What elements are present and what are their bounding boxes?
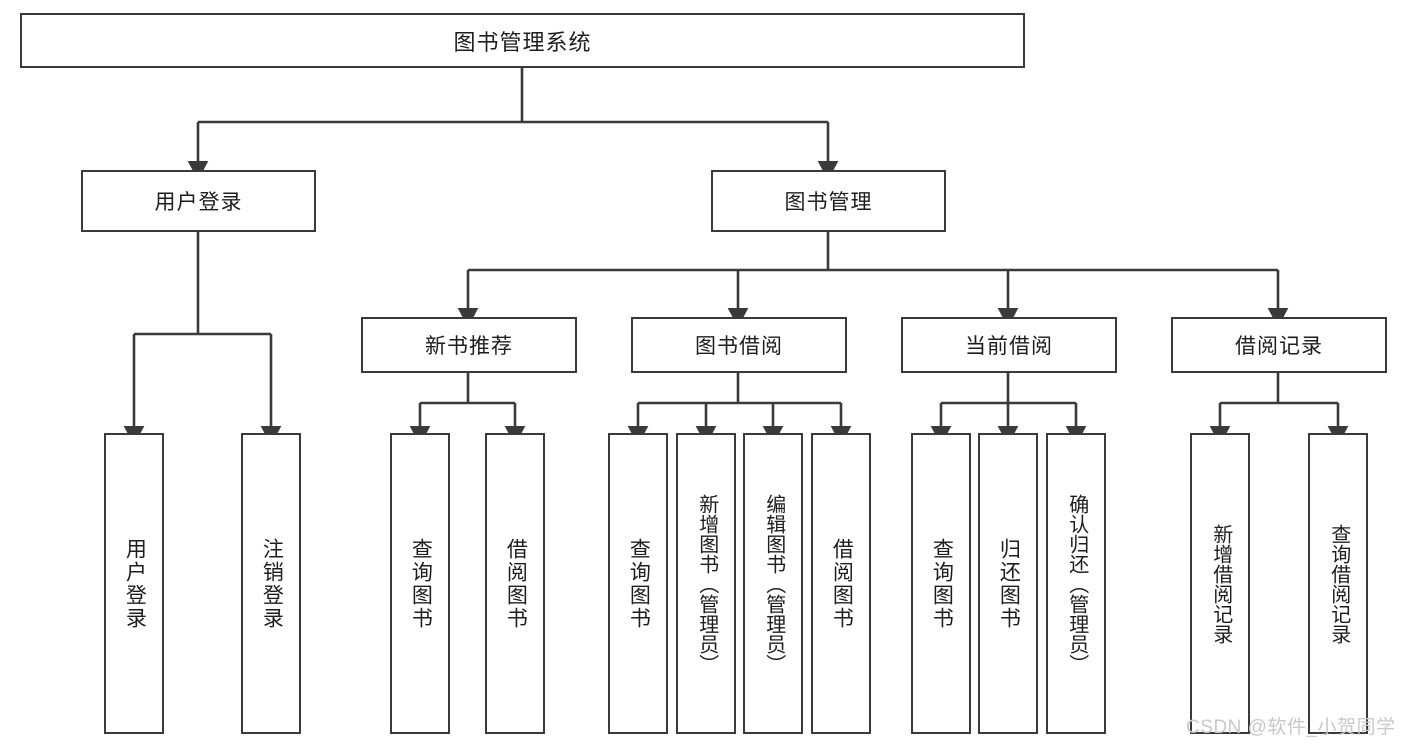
leaf-current-borrow-1[interactable]: 查询图书 [911,433,971,734]
leaf-label: 查询图书 [930,537,954,630]
leaf-label: 编辑图书（管理员） [762,493,785,674]
leaf-book-borrow-1[interactable]: 查询图书 [608,433,668,734]
leaf-label: 新增借阅记录 [1209,523,1232,644]
node-user-login[interactable]: 用户登录 [81,170,316,232]
leaf-label: 查询图书 [409,537,433,630]
node-new-book-recommend[interactable]: 新书推荐 [361,317,577,373]
node-root[interactable]: 图书管理系统 [20,13,1025,68]
leaf-book-borrow-3[interactable]: 编辑图书（管理员） [743,433,803,734]
watermark-text: CSDN @软件_小贺同学 [1186,717,1396,738]
leaf-label: 借阅图书 [504,537,528,630]
leaf-user-login-1[interactable]: 用户登录 [104,433,164,734]
leaf-current-borrow-2[interactable]: 归还图书 [978,433,1038,734]
leaf-label: 用户登录 [123,537,147,630]
leaf-label: 新增图书（管理员） [695,493,718,674]
leaf-label: 借阅图书 [830,537,854,630]
node-book-borrow[interactable]: 图书借阅 [631,317,847,373]
leaf-current-borrow-3[interactable]: 确认归还（管理员） [1046,433,1106,734]
leaf-borrow-record-1[interactable]: 新增借阅记录 [1190,433,1250,734]
node-book-manage[interactable]: 图书管理 [711,170,946,232]
leaf-label: 查询借阅记录 [1327,523,1350,644]
leaf-book-borrow-4[interactable]: 借阅图书 [811,433,871,734]
node-borrow-record[interactable]: 借阅记录 [1171,317,1387,373]
leaf-label: 查询图书 [627,537,651,630]
leaf-new-book-1[interactable]: 查询图书 [390,433,450,734]
leaf-label: 确认归还（管理员） [1065,493,1088,674]
node-current-borrow[interactable]: 当前借阅 [901,317,1117,373]
leaf-user-login-2[interactable]: 注销登录 [241,433,301,734]
leaf-label: 注销登录 [260,537,284,630]
leaf-book-borrow-2[interactable]: 新增图书（管理员） [676,433,736,734]
leaf-new-book-2[interactable]: 借阅图书 [485,433,545,734]
leaf-borrow-record-2[interactable]: 查询借阅记录 [1308,433,1368,734]
leaf-label: 归还图书 [997,537,1021,630]
